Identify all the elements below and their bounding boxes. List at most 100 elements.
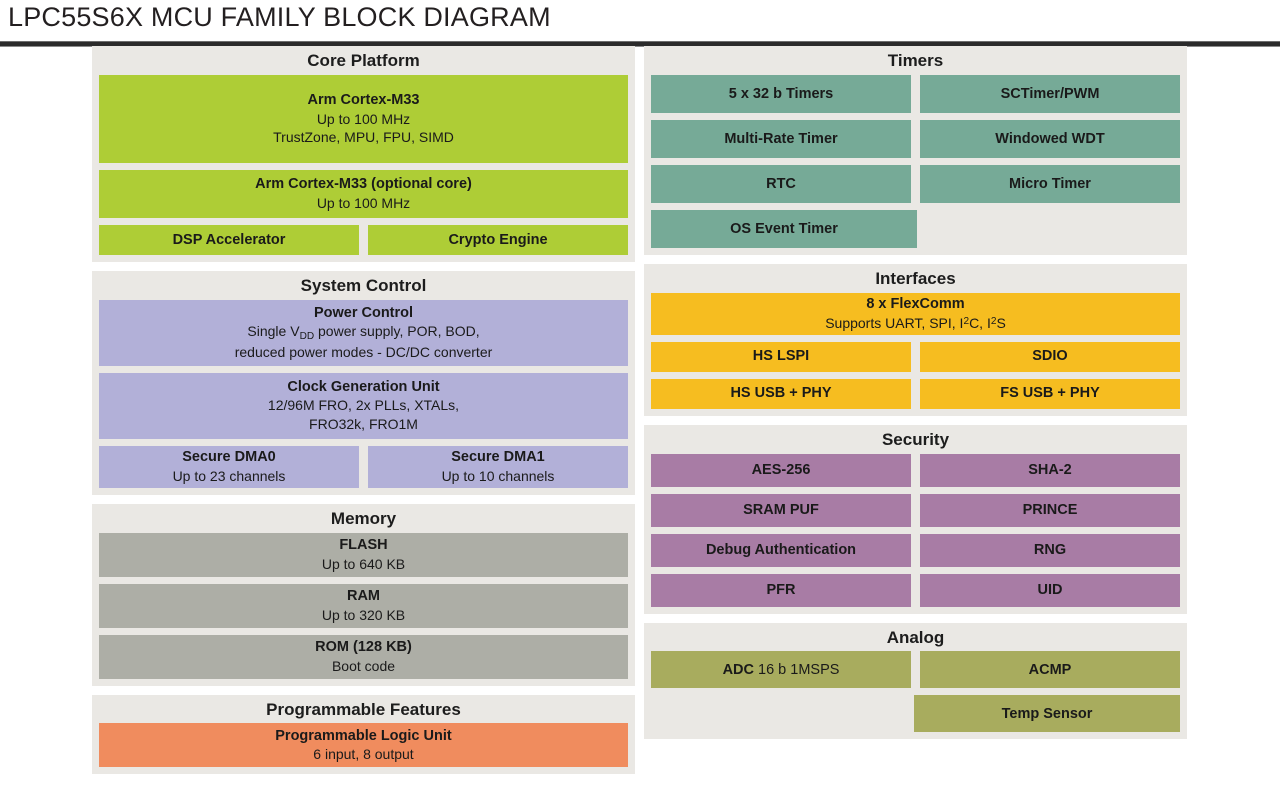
block-programmable-logic-unit[interactable]: Programmable Logic Unit 6 input, 8 output (99, 723, 628, 768)
block-debug-authentication[interactable]: Debug Authentication (651, 533, 911, 567)
block-dsp-accelerator[interactable]: DSP Accelerator (99, 224, 359, 255)
block-subtext-2: reduced power modes - DC/DC converter (234, 344, 493, 361)
section-title: Core Platform (307, 51, 420, 70)
block-row: Debug Authentication RNG (651, 533, 1180, 567)
block-rom[interactable]: ROM (128 KB) Boot code (99, 634, 628, 679)
block-rtc[interactable]: RTC (651, 164, 911, 203)
section-title: Security (881, 429, 950, 449)
block-windowed-wdt[interactable]: Windowed WDT (920, 119, 1180, 158)
block-uid[interactable]: UID (920, 573, 1180, 607)
section-title: Programmable Features (266, 699, 461, 719)
block-crypto-engine[interactable]: Crypto Engine (368, 224, 628, 255)
block-label: 8 x FlexComm (866, 296, 965, 313)
block-label: SHA-2 (1028, 461, 1072, 478)
title-divider (0, 41, 1280, 47)
block-sctimer-pwm[interactable]: SCTimer/PWM (920, 74, 1180, 113)
block-arm-cortex-m33-optional[interactable]: Arm Cortex-M33 (optional core)Up to 100 … (99, 169, 628, 218)
block-row: Arm Cortex-M33 (optional core)Up to 100 … (99, 169, 628, 218)
block-temp-sensor[interactable]: Temp Sensor (914, 695, 1180, 733)
block-label: AES-256 (751, 461, 811, 478)
block-row: Temp Sensor (651, 695, 1180, 733)
block-subtext: Boot code (331, 657, 396, 674)
block-multi-rate-timer[interactable]: Multi-Rate Timer (651, 119, 911, 158)
block-micro-timer[interactable]: Micro Timer (920, 164, 1180, 203)
block-label: Power Control (313, 304, 414, 321)
block-hs-usb-phy[interactable]: HS USB + PHY (651, 378, 911, 409)
block-label: SCTimer/PWM (1000, 85, 1100, 102)
block-row: HS USB + PHY FS USB + PHY (651, 378, 1180, 409)
block-subtext: 6 input, 8 output (313, 746, 414, 763)
block-label: Secure DMA0 (182, 449, 276, 466)
block-subtext: Up to 100 MHz (316, 194, 411, 211)
block-subtext: Up to 23 channels (172, 467, 286, 484)
block-acmp[interactable]: ACMP (920, 651, 1180, 689)
block-subtext-2: TrustZone, MPU, FPU, SIMD (273, 129, 454, 146)
block-aes-256[interactable]: AES-256 (651, 453, 911, 487)
block-row: ROM (128 KB) Boot code (99, 634, 628, 679)
section-title: System Control (300, 275, 427, 295)
section-title: Memory (330, 508, 397, 528)
block-row: OS Event Timer (651, 209, 1180, 248)
section-title: Analog (886, 627, 945, 647)
block-sram-puf[interactable]: SRAM PUF (651, 493, 911, 527)
block-hs-lspi[interactable]: HS LSPI (651, 341, 911, 372)
block-subtext: Single VDD power supply, POR, BOD, (247, 323, 480, 342)
block-5x32b-timers[interactable]: 5 x 32 b Timers (651, 74, 911, 113)
block-subtext-2: FRO32k, FRO1M (309, 415, 418, 432)
block-label: Programmable Logic Unit (275, 727, 452, 744)
section-rows: ADC 16 b 1MSPS ACMP Temp Sensor (651, 651, 1180, 733)
block-os-event-timer[interactable]: OS Event Timer (651, 209, 917, 248)
block-row: Programmable Logic Unit 6 input, 8 output (99, 723, 628, 768)
block-label: Micro Timer (1009, 175, 1091, 192)
section-rows: Programmable Logic Unit 6 input, 8 output (99, 723, 628, 768)
page-title: LPC55S6X MCU FAMILY BLOCK DIAGRAM (8, 2, 551, 32)
section-title: Interfaces (875, 268, 956, 288)
block-label: ROM (128 KB) (315, 638, 412, 655)
block-label: OS Event Timer (730, 220, 838, 237)
block-fs-usb-phy[interactable]: FS USB + PHY (920, 378, 1180, 409)
block-label: Temp Sensor (1001, 705, 1093, 722)
block-rng[interactable]: RNG (920, 533, 1180, 567)
layout-spacer (926, 210, 1180, 248)
block-pfr[interactable]: PFR (651, 573, 911, 607)
block-label: ADC 16 b 1MSPS (722, 661, 840, 678)
block-prince[interactable]: PRINCE (920, 493, 1180, 527)
block-label: SRAM PUF (743, 501, 819, 518)
block-sdio[interactable]: SDIO (920, 341, 1180, 372)
section-rows: Arm Cortex-M33 Up to 100 MHz TrustZone, MP… (99, 74, 628, 255)
block-adc[interactable]: ADC 16 b 1MSPS (651, 651, 911, 689)
section-rows: 5 x 32 b Timers SCTimer/PWM Multi-Rate Tim… (651, 74, 1180, 248)
block-subtext: Up to 320 KB (321, 606, 406, 623)
block-label: Debug Authentication (705, 541, 857, 558)
block-sha-2[interactable]: SHA-2 (920, 453, 1180, 487)
block-clock-generation-unit[interactable]: Clock Generation Unit 12/96M FRO, 2x PLLs… (99, 372, 628, 439)
block-label: Clock Generation Unit (287, 378, 440, 395)
block-subtext: Up to 10 channels (441, 467, 555, 484)
block-row: DSP Accelerator Crypto Engine (99, 224, 628, 255)
block-label: Arm Cortex-M33 (307, 91, 420, 108)
page-header: LPC55S6X MCU FAMILY BLOCK DIAGRAM (0, 0, 1280, 47)
block-subtext: 12/96M FRO, 2x PLLs, XTALs, (267, 397, 460, 414)
